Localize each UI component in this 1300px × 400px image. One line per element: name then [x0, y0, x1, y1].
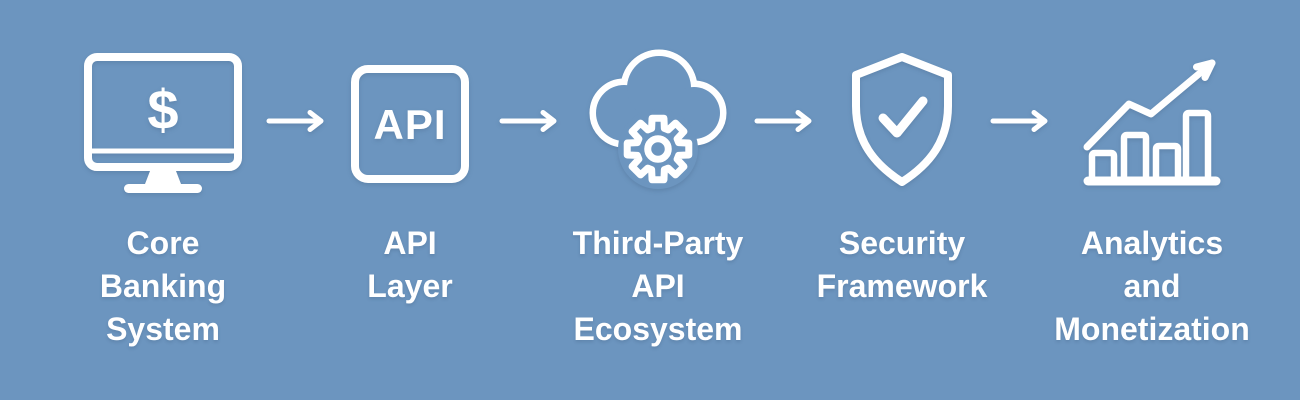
- growth-chart-icon: [1022, 48, 1282, 200]
- cloud-gear-icon: [528, 48, 788, 200]
- flow-step-security-framework: Security Framework: [772, 0, 1032, 400]
- api-box-icon: API: [280, 48, 540, 200]
- api-glyph: API: [373, 101, 446, 148]
- flow-step-third-party-api-ecosystem: Third-Party API Ecosystem: [528, 0, 788, 400]
- flow-step-api-layer: API API Layer: [280, 0, 540, 400]
- dollar-glyph: $: [147, 78, 178, 141]
- flow-step-analytics-monetization: Analytics and Monetization: [1022, 0, 1282, 400]
- flow-step-label: Security Framework: [816, 225, 988, 304]
- arrow-right-icon: [266, 110, 324, 132]
- flow-step-label: Analytics and Monetization: [1054, 225, 1250, 347]
- monitor-dollar-icon: $: [33, 48, 293, 200]
- arrow-right-icon: [499, 110, 557, 132]
- flow-step-label: Core Banking System: [99, 225, 227, 347]
- arrow-right-icon: [990, 110, 1048, 132]
- flow-step-label: API Layer: [367, 225, 453, 304]
- flow-step-core-banking-system: $ Core Banking System: [33, 0, 293, 400]
- flow-step-label: Third-Party API Ecosystem: [572, 225, 744, 347]
- arrow-right-icon: [754, 110, 812, 132]
- shield-check-icon: [772, 48, 1032, 200]
